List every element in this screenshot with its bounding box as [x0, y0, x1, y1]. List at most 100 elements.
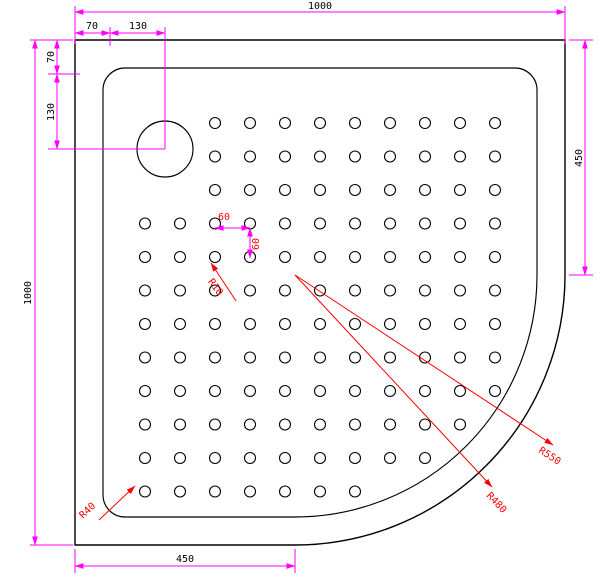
anti-slip-dot — [418, 351, 432, 364]
anti-slip-dot — [278, 150, 292, 163]
anti-slip-dot — [278, 485, 292, 498]
anti-slip-dot — [313, 183, 327, 197]
dim-bottom-label: 450 — [176, 554, 194, 565]
anti-slip-dot — [243, 150, 257, 163]
anti-slip-dot — [383, 250, 397, 264]
anti-slip-dot — [243, 317, 257, 331]
anti-slip-dot — [138, 284, 152, 297]
anti-slip-dot — [453, 150, 467, 163]
radius-leader-line — [294, 274, 493, 488]
anti-slip-dot — [488, 384, 502, 398]
anti-slip-dot — [313, 116, 327, 130]
anti-slip-dot — [243, 418, 257, 431]
anti-slip-dot — [208, 183, 222, 197]
dim-left-offset-1-label: 70 — [46, 51, 57, 63]
dim-left-offset-2-label: 130 — [46, 103, 57, 121]
radius-leader-line — [294, 274, 554, 446]
anti-slip-dot — [348, 418, 362, 431]
anti-slip-dot — [243, 116, 257, 130]
anti-slip-dot — [453, 116, 467, 130]
anti-slip-dot — [278, 116, 292, 130]
anti-slip-dot — [208, 317, 222, 331]
anti-slip-dot — [173, 485, 187, 498]
anti-slip-dot — [453, 284, 467, 297]
anti-slip-dot — [278, 284, 292, 297]
anti-slip-dot — [453, 384, 467, 398]
anti-slip-dot — [173, 250, 187, 264]
anti-slip-dot — [243, 485, 257, 498]
anti-slip-dot — [348, 250, 362, 264]
anti-slip-dot — [453, 317, 467, 331]
dim-top-offset-1-label: 70 — [86, 21, 98, 32]
anti-slip-dot — [348, 183, 362, 197]
anti-slip-dot — [208, 150, 222, 163]
anti-slip-dot — [418, 150, 432, 163]
tray-outer-outline — [74, 39, 566, 546]
dim-right-side: 450 — [569, 39, 593, 276]
tray-inner-outline — [102, 67, 538, 518]
anti-slip-dot — [173, 351, 187, 364]
anti-slip-dot — [173, 284, 187, 297]
anti-slip-dot — [313, 451, 327, 465]
anti-slip-dot — [488, 183, 502, 197]
anti-slip-dot — [313, 485, 327, 498]
dim-dot-spacing-v-label: 60 — [251, 238, 262, 250]
anti-slip-dot — [208, 451, 222, 465]
anti-slip-dot — [348, 317, 362, 331]
anti-slip-dot — [453, 183, 467, 197]
anti-slip-dot — [453, 351, 467, 364]
anti-slip-dot — [383, 451, 397, 465]
dim-left-drain-offsets: 70 130 — [46, 39, 165, 150]
dim-left-overall-label: 1000 — [23, 281, 34, 305]
anti-slip-dot — [173, 384, 187, 398]
anti-slip-dot — [243, 451, 257, 465]
anti-slip-dot — [208, 384, 222, 398]
anti-slip-dot — [243, 217, 257, 230]
anti-slip-dot — [488, 116, 502, 130]
anti-slip-dot — [138, 250, 152, 264]
radius-leader-line — [98, 485, 136, 521]
dim-top-drain-offsets: 70 130 — [74, 21, 166, 149]
radius-outer-label: R550 — [536, 445, 562, 467]
anti-slip-dot — [348, 217, 362, 230]
anti-slip-dot — [383, 217, 397, 230]
anti-slip-dot — [278, 384, 292, 398]
anti-slip-dot — [488, 250, 502, 264]
anti-slip-dot — [418, 384, 432, 398]
dim-top-overall-label: 1000 — [308, 1, 332, 12]
anti-slip-dot — [278, 250, 292, 264]
anti-slip-dot — [418, 183, 432, 197]
anti-slip-dot — [278, 183, 292, 197]
anti-slip-dot — [453, 217, 467, 230]
anti-slip-dot — [418, 217, 432, 230]
anti-slip-dot — [173, 217, 187, 230]
anti-slip-dot — [278, 451, 292, 465]
anti-slip-dot — [348, 451, 362, 465]
anti-slip-dot — [173, 317, 187, 331]
anti-slip-dot — [138, 485, 152, 498]
anti-slip-dot — [243, 351, 257, 364]
dim-bottom: 450 — [74, 549, 296, 573]
anti-slip-dot — [173, 451, 187, 465]
anti-slip-dot — [208, 418, 222, 431]
anti-slip-dot — [208, 284, 222, 297]
anti-slip-dot — [138, 418, 152, 431]
dim-top-offset-2-label: 130 — [129, 21, 147, 32]
anti-slip-dot — [138, 217, 152, 230]
anti-slip-dot — [418, 451, 432, 465]
anti-slip-dot — [383, 116, 397, 130]
dots-layer — [138, 116, 502, 498]
anti-slip-dot — [418, 418, 432, 431]
anti-slip-dot — [278, 418, 292, 431]
radius-inner-label: R480 — [484, 491, 508, 516]
dim-dot-spacing: 60 60 — [214, 212, 262, 259]
anti-slip-dot — [313, 150, 327, 163]
anti-slip-dot — [348, 485, 362, 498]
anti-slip-dot — [488, 284, 502, 297]
dim-right-side-label: 450 — [574, 149, 585, 167]
anti-slip-dot — [243, 384, 257, 398]
anti-slip-dot — [348, 351, 362, 364]
anti-slip-dot — [453, 250, 467, 264]
